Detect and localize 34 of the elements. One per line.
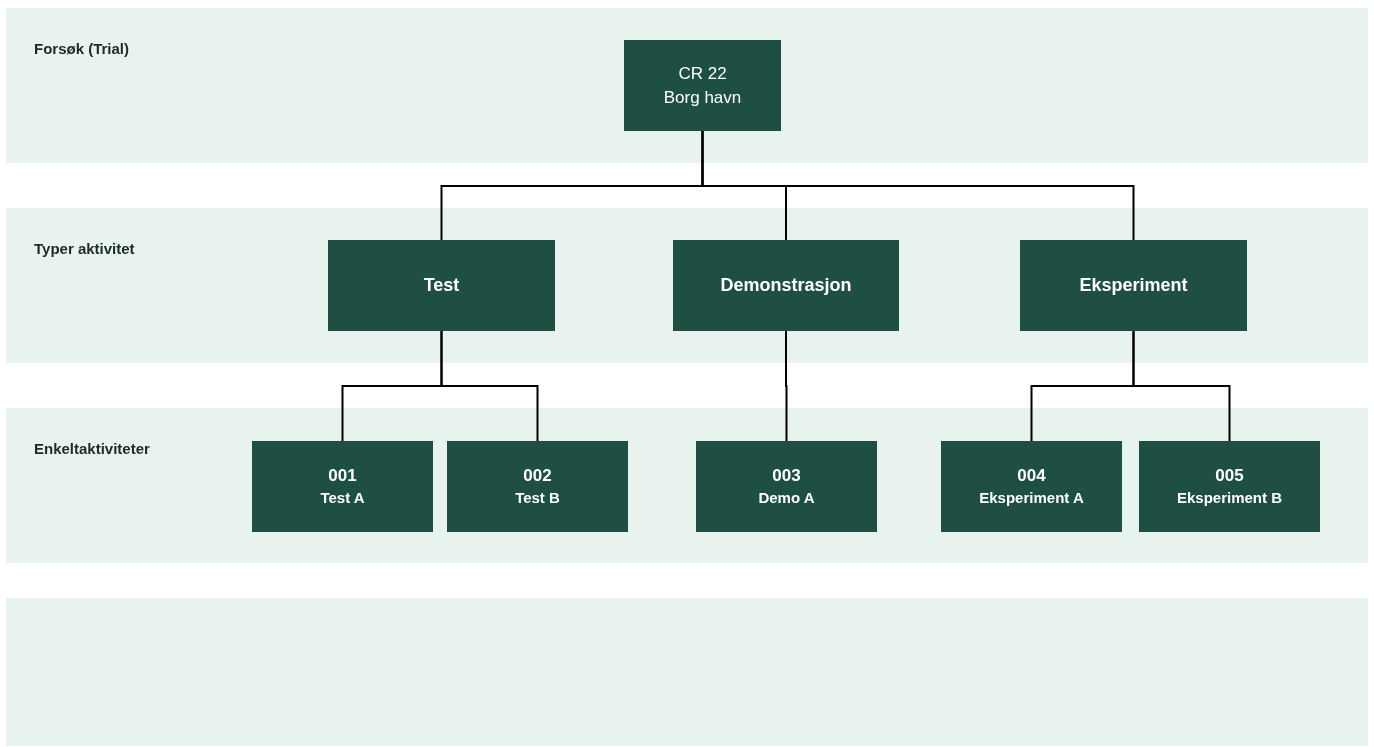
activity-box — [673, 240, 899, 331]
box-title: Eksperiment — [1079, 274, 1188, 297]
connector-line — [701, 130, 1135, 241]
row-band — [6, 208, 1368, 363]
activity-box — [1020, 240, 1247, 331]
row-band — [6, 408, 1368, 563]
box-subtitle: Eksperiment A — [979, 487, 1084, 508]
row-heading: Forsøk (Trial) — [34, 39, 130, 59]
activity-box — [1139, 441, 1320, 532]
box-subtitle: Test A — [320, 487, 365, 508]
activity-box — [624, 40, 781, 131]
activity-box — [447, 441, 628, 532]
box-subtitle: Eksperiment B — [1176, 487, 1282, 508]
box-title: 004 — [1017, 464, 1046, 487]
activity-box — [941, 441, 1122, 532]
row-heading: Typer aktivitet — [34, 239, 135, 259]
box-title: Demonstrasjon — [720, 274, 852, 297]
box-title: 003 — [772, 464, 801, 487]
connector-line — [785, 330, 788, 442]
row-heading: Enkeltaktiviteter — [34, 439, 150, 459]
box-subtitle: Test B — [515, 487, 560, 508]
box-title: 001 — [328, 464, 357, 487]
connector-line — [440, 330, 539, 442]
box-title: 005 — [1215, 464, 1244, 487]
box-subtitle: Borg havn — [663, 86, 742, 109]
box-subtitle: Demo A — [758, 487, 815, 508]
activity-box — [328, 240, 555, 331]
box-title: Test — [423, 274, 460, 297]
activity-box — [252, 441, 433, 532]
activity-box — [696, 441, 877, 532]
box-title: CR 22 — [678, 62, 727, 85]
row-band — [6, 8, 1368, 163]
box-title: 002 — [523, 464, 552, 487]
connector-line — [1132, 330, 1231, 442]
